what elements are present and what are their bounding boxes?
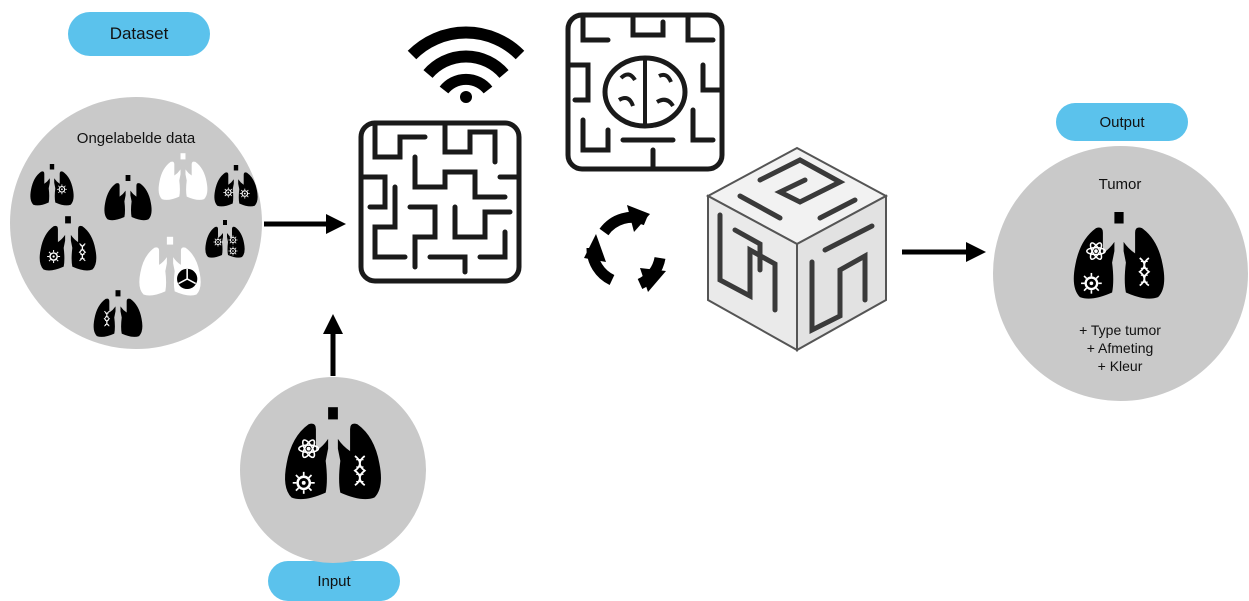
lungs-icon	[104, 175, 151, 220]
brain-maze-icon	[563, 10, 727, 174]
arrow-icon	[323, 314, 343, 376]
lungs-icon	[30, 164, 73, 205]
lungs-icon	[205, 220, 244, 258]
arrow-icon	[264, 214, 346, 234]
arrow-icon	[902, 242, 986, 262]
input-lungs-icon	[285, 407, 381, 499]
maze-icon	[355, 117, 525, 287]
lungs-icon	[94, 290, 143, 337]
dataset-lungs-group	[30, 153, 257, 337]
output-lungs-icon	[1074, 212, 1164, 299]
lungs-icon	[40, 216, 97, 270]
refresh-cycle-icon	[584, 205, 666, 292]
lungs-icon	[214, 165, 257, 206]
lungs-icon	[139, 237, 200, 296]
brain-icon	[605, 58, 685, 126]
maze-cube-icon	[708, 148, 886, 350]
lungs-icon	[159, 153, 208, 200]
wifi-icon	[412, 32, 520, 103]
